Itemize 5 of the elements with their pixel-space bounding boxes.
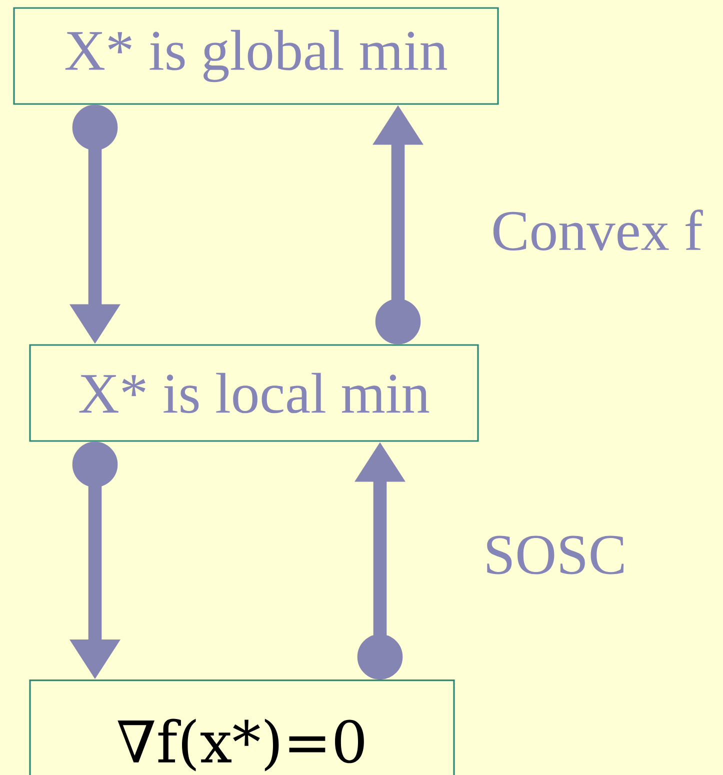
edge-label: Convex f xyxy=(490,208,704,252)
text-box: ∇f(x*)=0 xyxy=(29,680,455,775)
edge-label: SOSC xyxy=(482,534,628,576)
text-box: X* is global min xyxy=(13,7,499,105)
text-box: X* is local min xyxy=(29,344,479,442)
